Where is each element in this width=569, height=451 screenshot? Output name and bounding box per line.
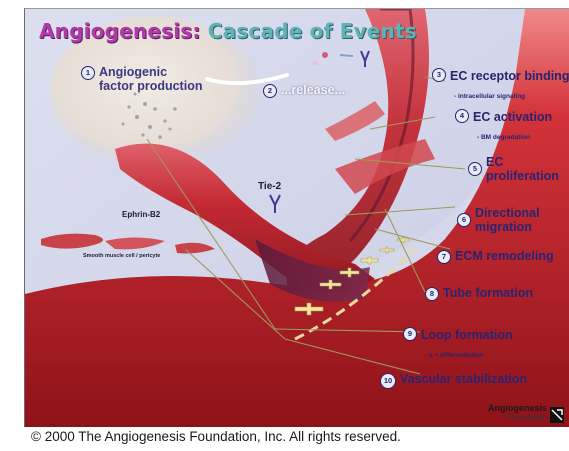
foundation-logo: Angiogenesis Foundation	[488, 403, 564, 423]
ephrin-label: Ephrin-B2	[122, 210, 160, 219]
tie2-label: Tie-2	[258, 181, 281, 192]
step-1: 1 Angiogenic factor production	[81, 65, 202, 93]
step-sublabel: - a + differentiation	[421, 352, 483, 359]
step-label: ...release...	[281, 83, 345, 97]
step-label: EC activation	[473, 110, 552, 124]
step-number: 2	[263, 84, 277, 98]
step-number: 7	[437, 250, 451, 264]
step-8: 8 Tube formation	[425, 286, 533, 301]
step-9: 9 Loop formation - a + differentiation	[403, 326, 513, 362]
logo-name: Angiogenesis	[488, 403, 547, 413]
title-part-2: Cascade of Events	[208, 19, 417, 43]
step-6: 6 Directional migration	[457, 206, 540, 234]
step-sublabel: - intracellular signaling	[450, 93, 525, 100]
step-label: EC	[486, 155, 503, 169]
step-label: ECM remodeling	[455, 249, 554, 263]
step-10: 10 Vascular stabilization	[380, 372, 527, 389]
step-label: Directional	[475, 206, 540, 220]
copyright-notice: © 2000 The Angiogenesis Foundation, Inc.…	[31, 429, 401, 444]
step-3: 3 EC receptor binding - intracellular si…	[432, 67, 569, 103]
step-label: Loop formation	[421, 328, 513, 342]
step-label: Angiogenic	[99, 65, 167, 79]
step-number: 3	[432, 68, 446, 82]
angiogenesis-cascade-figure: Angiogenesis: Cascade of Events 1 Angiog…	[24, 8, 569, 427]
step-label: Vascular stabilization	[400, 372, 527, 386]
logo-subtitle: Foundation	[488, 413, 547, 423]
step-label: Tube formation	[443, 286, 533, 300]
step-label: EC receptor binding	[450, 69, 569, 83]
step-5: 5 EC proliferation	[468, 155, 559, 183]
smooth-muscle-label: Smooth muscle cell / pericyte	[83, 253, 178, 260]
step-label: proliferation	[486, 169, 559, 183]
step-number: 5	[468, 162, 482, 176]
step-number: 9	[403, 327, 417, 341]
step-sublabel: - BM degradation	[473, 134, 530, 141]
step-number: 1	[81, 66, 95, 80]
step-number: 8	[425, 287, 439, 301]
figure-title: Angiogenesis: Cascade of Events	[39, 19, 417, 43]
step-7: 7 ECM remodeling	[437, 249, 554, 264]
title-part-1: Angiogenesis:	[39, 19, 201, 43]
step-number: 4	[455, 109, 469, 123]
step-number: 10	[380, 373, 396, 389]
step-number: 6	[457, 213, 471, 227]
step-label: factor production	[99, 79, 202, 93]
step-4: 4 EC activation - BM degradation	[455, 108, 552, 144]
step-label: migration	[475, 220, 532, 234]
logo-mark-icon	[550, 407, 564, 423]
step-2: 2 ...release...	[263, 83, 345, 98]
